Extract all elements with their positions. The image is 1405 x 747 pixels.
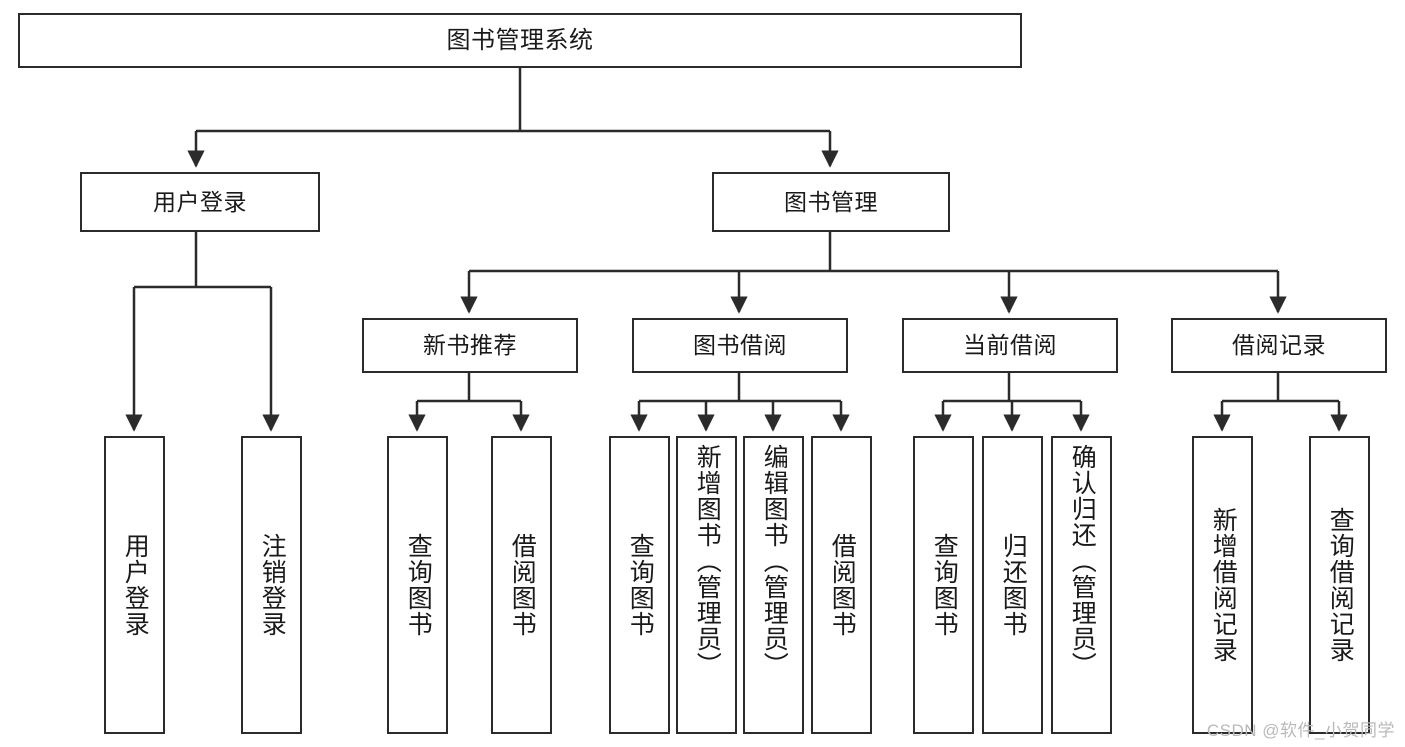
node-borrow-record-label: 借阅记录 [1232,332,1326,359]
node-leaf-confirm-return-label: 确认归还（管理员） [1068,444,1097,678]
node-book-borrow-label: 图书借阅 [693,332,787,359]
node-new-book-recommend[interactable]: 新书推荐 [362,318,578,373]
node-leaf-query-book-3[interactable]: 查询图书 [913,436,974,734]
node-leaf-add-book-label: 新增图书（管理员） [693,444,722,678]
node-leaf-borrow-book-1-label: 借阅图书 [508,533,537,637]
node-leaf-return-book[interactable]: 归还图书 [982,436,1043,734]
node-leaf-query-record[interactable]: 查询借阅记录 [1309,436,1370,734]
node-leaf-query-book-2-label: 查询图书 [626,533,655,637]
node-borrow-record[interactable]: 借阅记录 [1171,318,1387,373]
node-root[interactable]: 图书管理系统 [18,13,1022,68]
node-leaf-query-book-1[interactable]: 查询图书 [387,436,448,734]
node-leaf-edit-book-label: 编辑图书（管理员） [760,444,789,678]
node-leaf-logout-login[interactable]: 注销登录 [241,436,302,734]
node-book-borrow[interactable]: 图书借阅 [632,318,848,373]
node-leaf-query-book-1-label: 查询图书 [404,533,433,637]
node-leaf-borrow-book-2[interactable]: 借阅图书 [811,436,872,734]
node-leaf-logout-login-label: 注销登录 [258,533,287,637]
node-leaf-confirm-return[interactable]: 确认归还（管理员） [1051,436,1112,734]
node-new-book-recommend-label: 新书推荐 [423,332,517,359]
node-leaf-return-book-label: 归还图书 [999,533,1028,637]
node-user-login[interactable]: 用户登录 [80,172,320,232]
node-leaf-add-record[interactable]: 新增借阅记录 [1192,436,1253,734]
node-leaf-query-record-label: 查询借阅记录 [1326,507,1355,663]
node-root-label: 图书管理系统 [446,26,594,54]
node-leaf-borrow-book-2-label: 借阅图书 [828,533,857,637]
node-book-management[interactable]: 图书管理 [712,172,950,232]
node-leaf-add-book[interactable]: 新增图书（管理员） [676,436,737,734]
node-current-borrow-label: 当前借阅 [963,332,1057,359]
node-leaf-edit-book[interactable]: 编辑图书（管理员） [743,436,804,734]
node-leaf-borrow-book-1[interactable]: 借阅图书 [491,436,552,734]
node-leaf-query-book-2[interactable]: 查询图书 [609,436,670,734]
node-leaf-user-login[interactable]: 用户登录 [104,436,165,734]
node-user-login-label: 用户登录 [153,188,247,215]
node-current-borrow[interactable]: 当前借阅 [902,318,1118,373]
node-leaf-user-login-label: 用户登录 [121,533,150,637]
node-book-management-label: 图书管理 [784,188,878,215]
node-leaf-query-book-3-label: 查询图书 [930,533,959,637]
node-leaf-add-record-label: 新增借阅记录 [1209,507,1238,663]
